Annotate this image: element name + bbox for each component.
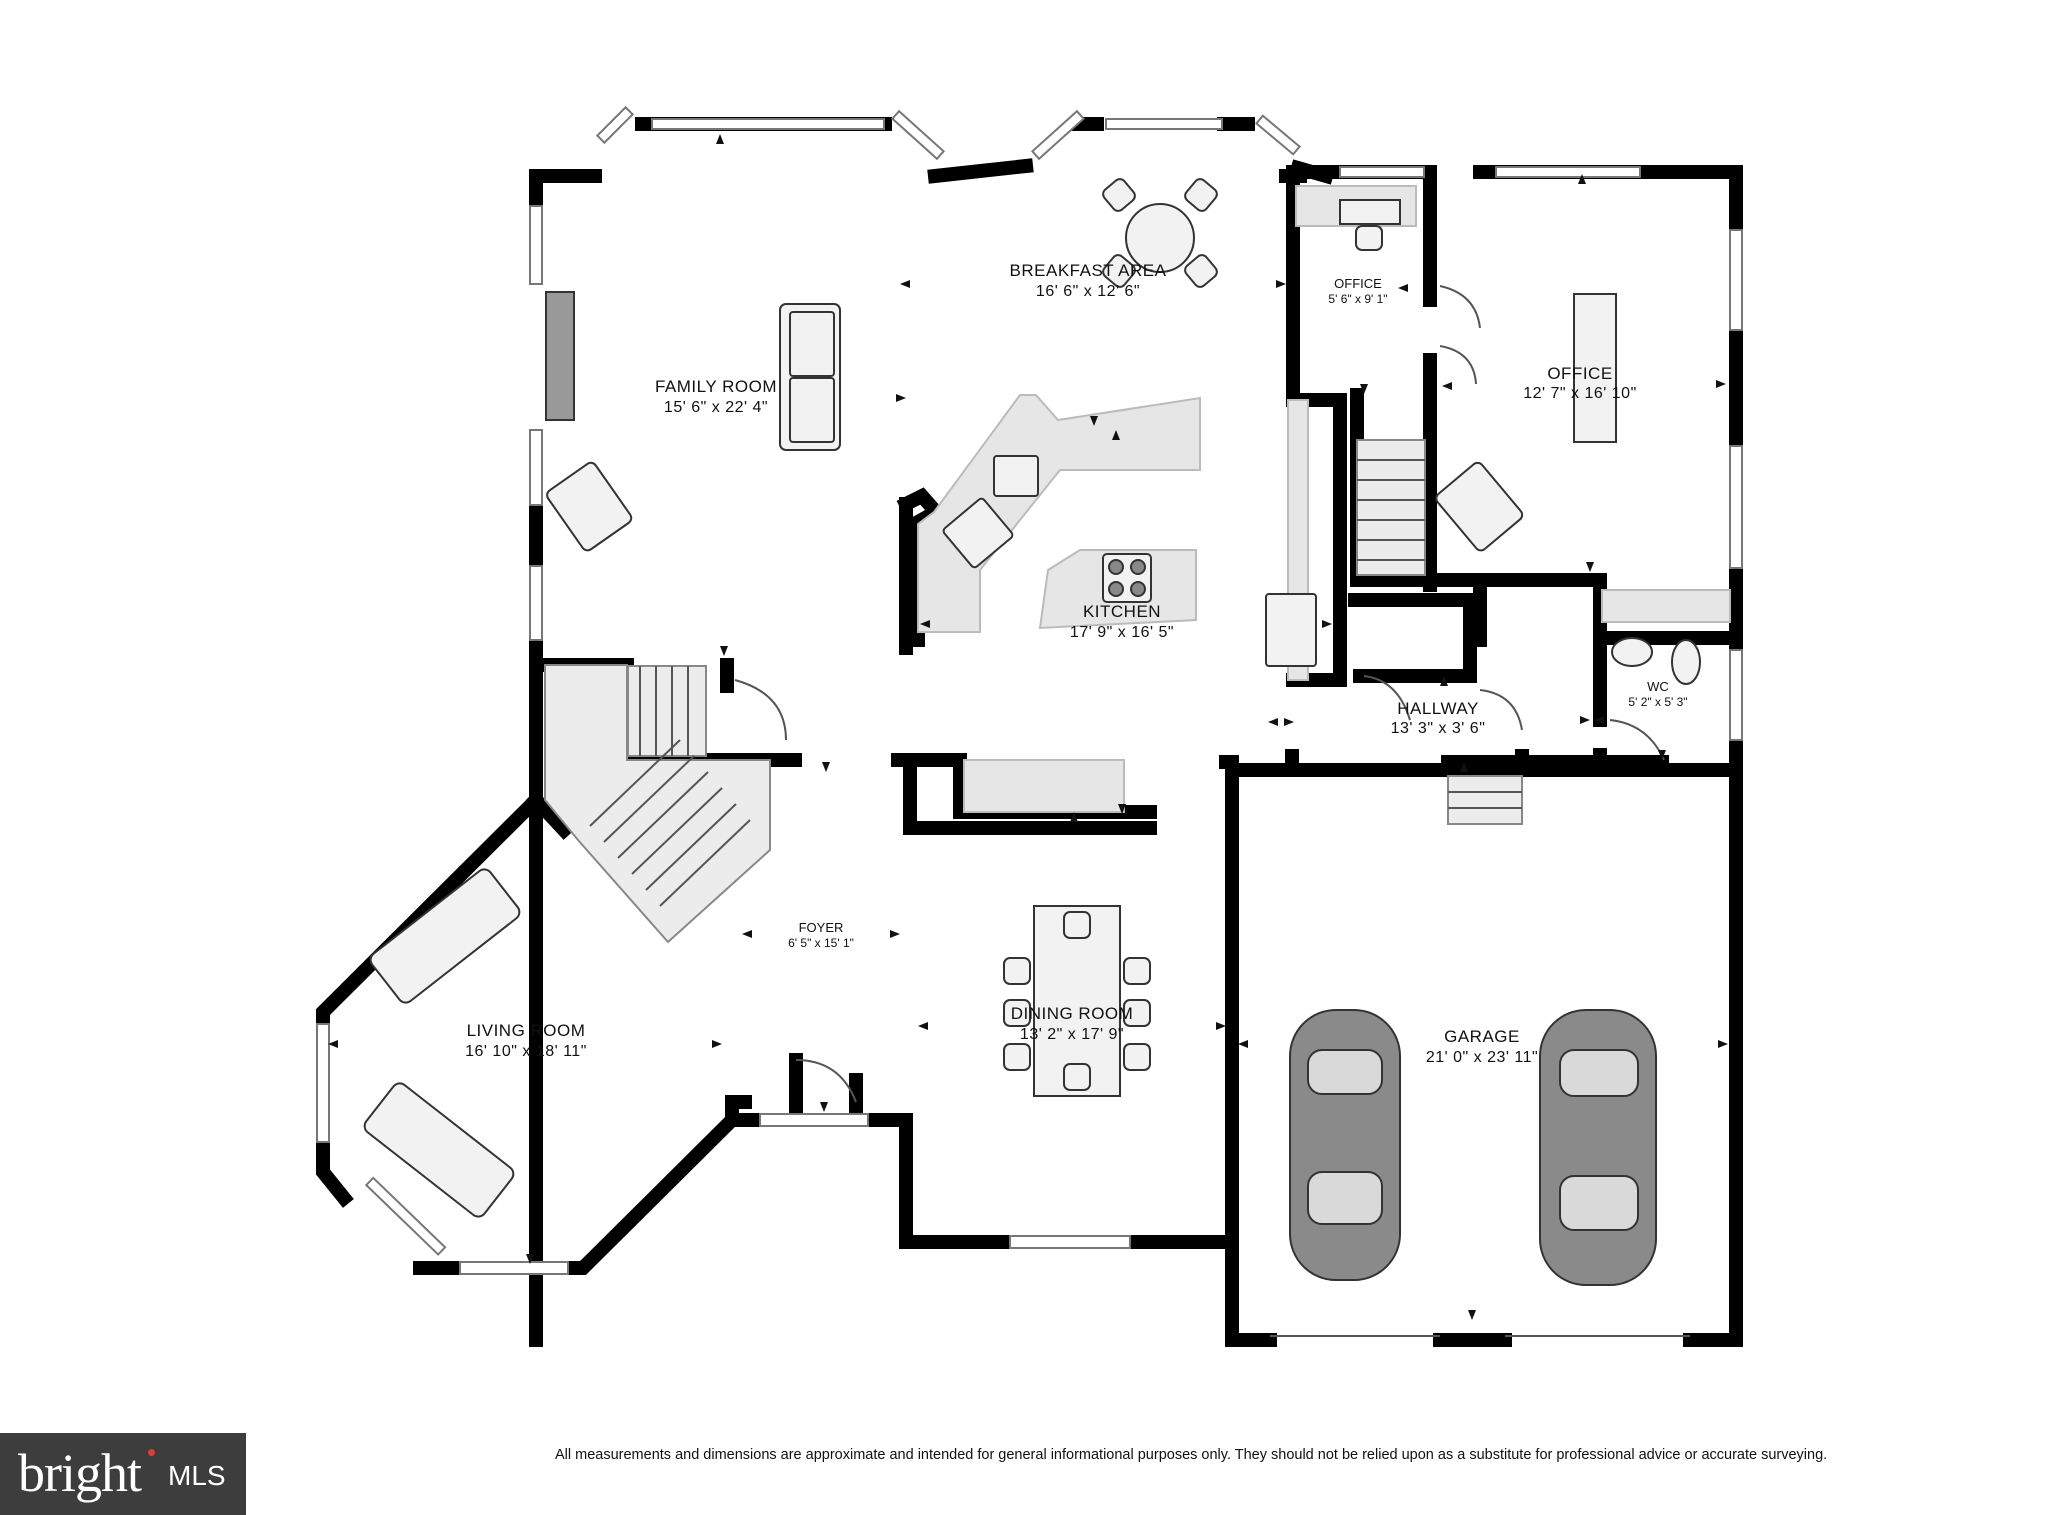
garage-name: GARAGE	[1444, 1027, 1520, 1046]
logo-suffix: MLS	[168, 1460, 226, 1491]
breakfast-area-name: BREAKFAST AREA	[1010, 261, 1167, 280]
logo-accent-dot	[148, 1449, 155, 1456]
living-room-dims: 16' 10" x 18' 11"	[465, 1043, 587, 1060]
stairs	[544, 291, 1523, 944]
office-small-dims: 5' 6" x 9' 1"	[1328, 292, 1387, 306]
furniture	[363, 178, 1701, 1218]
disclaimer-text: All measurements and dimensions are appr…	[555, 1447, 1828, 1463]
kitchen-dims: 17' 9" x 16' 5"	[1070, 624, 1174, 641]
doors	[734, 285, 1665, 1103]
family-room-dims: 15' 6" x 22' 4"	[664, 399, 768, 416]
family-room-name: FAMILY ROOM	[655, 377, 777, 396]
walls	[316, 117, 1743, 1347]
wc-name: WC	[1647, 679, 1669, 694]
dining-room-name: DINING ROOM	[1011, 1004, 1134, 1023]
office-large-dims: 12' 7" x 16' 10"	[1523, 385, 1637, 402]
wc-dims: 5' 2" x 5' 3"	[1628, 695, 1687, 709]
office-small-name: OFFICE	[1334, 276, 1382, 291]
room-labels: FAMILY ROOM 15' 6" x 22' 4" BREAKFAST AR…	[465, 261, 1687, 1066]
office-large-name: OFFICE	[1547, 364, 1612, 383]
logo-wordmark: bright	[18, 1443, 142, 1503]
hallway-dims: 13' 3" x 3' 6"	[1391, 720, 1486, 737]
living-room-name: LIVING ROOM	[467, 1021, 586, 1040]
foyer-dims: 6' 5" x 15' 1"	[788, 936, 854, 950]
dining-room-dims: 13' 2" x 17' 9"	[1020, 1026, 1124, 1043]
breakfast-area-dims: 16' 6" x 12' 6"	[1036, 283, 1140, 300]
hallway-name: HALLWAY	[1397, 699, 1479, 718]
cars	[1289, 1009, 1657, 1286]
foyer-name: FOYER	[799, 920, 844, 935]
bright-mls-logo: bright MLS	[0, 1433, 246, 1515]
kitchen-name: KITCHEN	[1083, 602, 1161, 621]
direction-arrows	[328, 134, 1728, 1320]
garage-dims: 21' 0" x 23' 11"	[1426, 1049, 1538, 1066]
windows	[316, 105, 1743, 1275]
